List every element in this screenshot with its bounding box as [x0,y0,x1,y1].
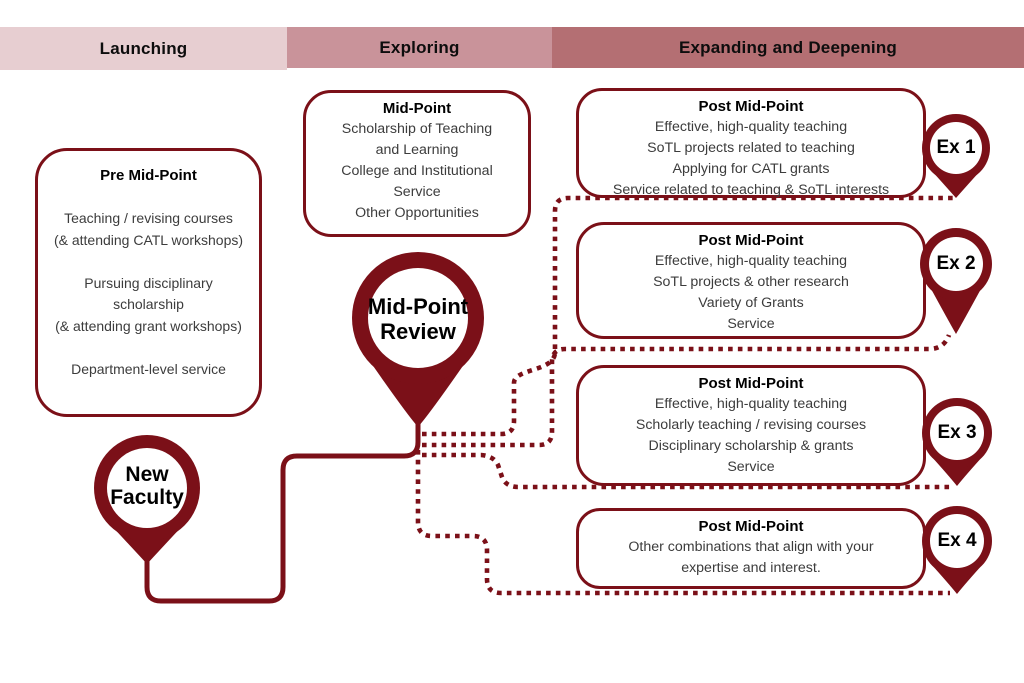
box-post-mid-point-ex1: Post Mid-Point Effective, high-quality t… [576,88,926,198]
phase-band-expanding: Expanding and Deepening [552,27,1024,68]
box-post-mid-point-ex4: Post Mid-Point Other combinations that a… [576,508,926,589]
mid-point-review-pin [352,252,484,427]
box-mid-point: Mid-Point Scholarship of Teaching and Le… [303,90,531,237]
ex1-pin-label: Ex 1 [936,137,976,158]
connector-new-faculty-to-midpoint [144,417,421,604]
box-post-mid-point-ex3: Post Mid-Point Effective, high-quality t… [576,365,926,486]
ex2-pin [920,228,992,334]
phase-label: Exploring [379,37,460,57]
phase-label: Expanding and Deepening [678,37,898,57]
box-pre-mid-point: Pre Mid-Point Teaching / revising course… [35,148,262,417]
ex3-pin [922,398,992,486]
box-title: Mid-Point [382,100,452,117]
box-body: Effective, high-quality teaching SoTL pr… [612,119,890,198]
box-title: Post Mid-Point [698,375,804,392]
box-title: Post Mid-Point [698,518,804,535]
box-title: Post Mid-Point [698,232,804,249]
box-body: Teaching / revising courses (& attending… [53,210,244,377]
new-faculty-pin [94,435,200,564]
ex1-pin [922,114,990,198]
box-post-mid-point-ex2: Post Mid-Point Effective, high-quality t… [576,222,926,339]
box-title: Pre Mid-Point [100,167,197,184]
box-body: Scholarship of Teaching and Learning Col… [341,121,493,221]
ex2-pin-label: Ex 2 [936,253,976,274]
phase-band-exploring: Exploring [287,27,552,68]
phase-band-launching: Launching [0,27,287,70]
ex4-pin [922,506,992,594]
ex3-pin-label: Ex 3 [937,422,977,443]
box-body: Other combinations that align with your … [628,539,874,576]
phase-label: Launching [99,38,188,58]
box-body: Effective, high-quality teaching SoTL pr… [653,253,849,332]
ex4-pin-label: Ex 4 [937,530,977,551]
box-body: Effective, high-quality teaching Scholar… [635,396,867,475]
new-faculty-pin-label: New Faculty [110,463,184,509]
box-title: Post Mid-Point [698,98,804,115]
mid-point-review-pin-label: Mid-Point Review [367,294,469,344]
